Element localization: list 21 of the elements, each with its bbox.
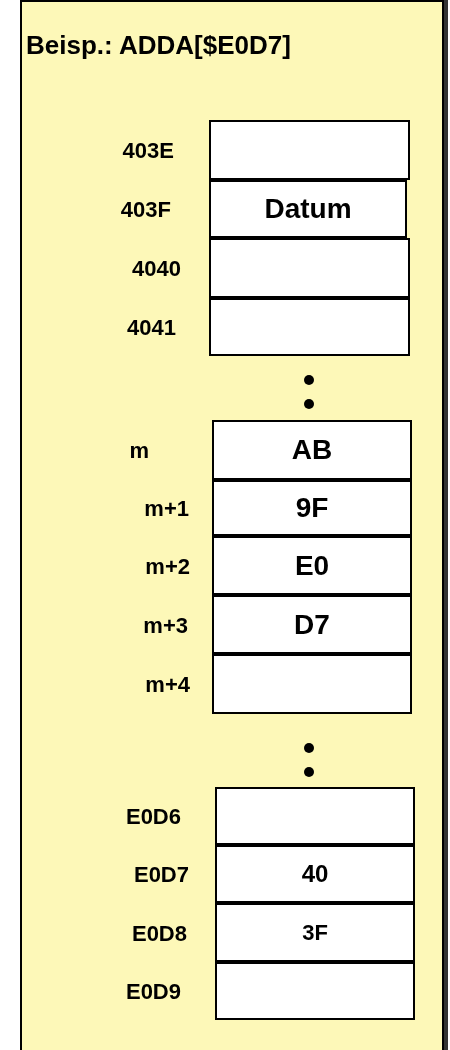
address-label: m+1 (144, 494, 189, 523)
address-label: 4040 (132, 254, 181, 283)
cell-value: 9F (295, 491, 329, 525)
address-label: m+3 (143, 611, 188, 639)
address-label: E0D6 (125, 802, 181, 831)
address-label: 403F (120, 195, 171, 224)
address-label: m+2 (145, 552, 190, 580)
cell-value: E0 (294, 548, 330, 583)
cell-value: 40 (301, 859, 329, 889)
address-label: m (129, 436, 149, 465)
cell-value: D7 (294, 607, 330, 642)
address-label: m+4 (145, 670, 190, 699)
address-label: E0D7 (133, 860, 189, 889)
address-label: E0D8 (131, 919, 187, 947)
cell-value: AB (291, 433, 333, 467)
cell-value: Datum (264, 192, 352, 226)
panel-title: Beisp.: ADDA[$E0D7] (26, 29, 291, 62)
address-label: 4041 (127, 313, 176, 342)
cell-value: 3F (302, 919, 328, 947)
address-label: E0D9 (125, 977, 181, 1006)
address-label: 403E (122, 136, 174, 165)
